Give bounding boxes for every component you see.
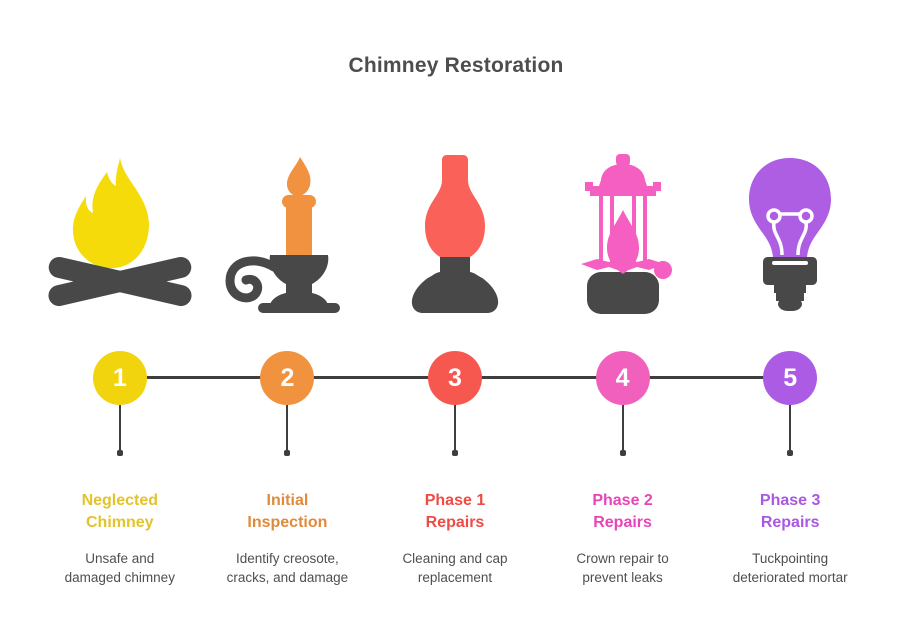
phase-description: Crown repair to prevent leaks — [576, 551, 669, 585]
page-title: Chimney Restoration — [348, 54, 564, 77]
campfire-icon — [36, 152, 204, 316]
step-number: 5 — [783, 363, 798, 392]
step-circle-5: 5 — [763, 351, 818, 405]
step-circle-4: 4 — [595, 351, 650, 405]
phase-heading: Phase 3 Repairs — [759, 492, 821, 531]
step-circle-2: 2 — [260, 351, 315, 405]
stem-line — [789, 405, 792, 451]
lightbulb-icon — [706, 152, 874, 316]
phases-grid: 1 Neglected Chimney Unsafe and damaged c… — [36, 0, 874, 636]
phase-4-column: 4 Phase 2 Repairs Crown repair to preven… — [539, 0, 707, 636]
stem-line — [286, 405, 289, 451]
step-number: 1 — [112, 363, 127, 392]
stem-line — [621, 405, 624, 451]
stem-dot — [284, 450, 291, 456]
stem-dot — [619, 450, 626, 456]
phase-2-column: 2 Initial Inspection Identify creosote, … — [204, 0, 372, 636]
lantern-icon — [539, 152, 707, 316]
step-circle-3: 3 — [427, 351, 482, 405]
oil-lamp-icon — [371, 152, 539, 316]
candlestick-icon — [204, 152, 372, 316]
stem-dot — [451, 450, 458, 456]
step-number: 2 — [280, 363, 295, 392]
stem-line — [118, 405, 121, 451]
phase-5-column: 5 Phase 3 Repairs Tuckpointing deteriora… — [706, 0, 874, 636]
phase-description: Tuckpointing deteriorated mortar — [732, 551, 848, 585]
step-number: 3 — [448, 363, 462, 392]
phase-heading: Neglected Chimney — [81, 492, 159, 531]
phase-description: Unsafe and damaged chimney — [64, 551, 175, 585]
phase-3-column: 3 Phase 1 Repairs Cleaning and cap repla… — [371, 0, 539, 636]
stem-dot — [787, 450, 794, 456]
phase-1-column: 1 Neglected Chimney Unsafe and damaged c… — [36, 0, 204, 636]
stem-line — [453, 405, 456, 451]
step-circle-1: 1 — [92, 351, 147, 405]
step-number: 4 — [615, 363, 630, 392]
stem-dot — [116, 450, 123, 456]
phase-heading: Initial Inspection — [247, 492, 328, 531]
phase-heading: Phase 1 Repairs — [424, 492, 486, 531]
phase-description: Identify creosote, cracks, and damage — [226, 551, 349, 585]
phase-description: Cleaning and cap replacement — [402, 551, 508, 585]
phase-heading: Phase 2 Repairs — [592, 492, 653, 531]
